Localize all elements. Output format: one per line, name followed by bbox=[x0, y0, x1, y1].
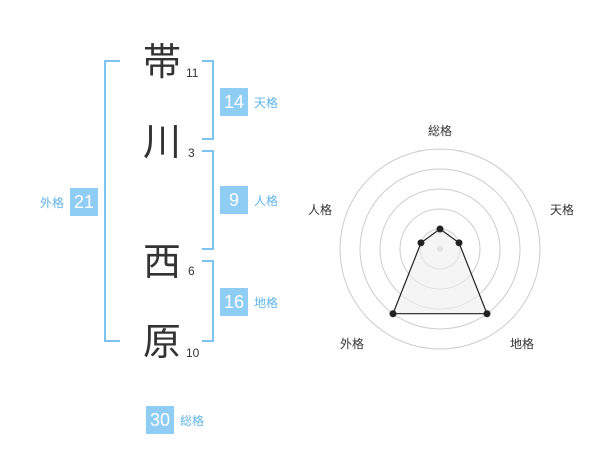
stroke-count-1: 11 bbox=[186, 66, 199, 80]
chikaku-value: 16 bbox=[220, 288, 248, 316]
stroke-count-3: 6 bbox=[188, 264, 195, 278]
radar-label-jinkaku: 人格 bbox=[308, 203, 333, 217]
tenkaku-badge: 14 天格 bbox=[220, 88, 278, 116]
radar-point-総格 bbox=[436, 225, 444, 233]
gaikaku-value: 21 bbox=[70, 188, 99, 216]
soukaku-badge: 30 総格 bbox=[146, 406, 204, 434]
gaikaku-label: 外格 bbox=[40, 195, 65, 210]
chikaku-label: 地格 bbox=[254, 295, 279, 310]
name-char-1: 帯 bbox=[142, 40, 181, 84]
jinkaku-bracket bbox=[202, 150, 214, 250]
radar-points bbox=[389, 225, 491, 318]
name-char-2: 川 bbox=[142, 120, 181, 164]
radar-point-外格 bbox=[389, 310, 397, 318]
radar-point-天格 bbox=[455, 239, 463, 247]
soukaku-value: 30 bbox=[146, 406, 174, 434]
jinkaku-label: 人格 bbox=[254, 193, 279, 208]
jinkaku-value: 9 bbox=[220, 186, 248, 214]
jinkaku-badge: 9 人格 bbox=[220, 186, 278, 214]
radar-point-人格 bbox=[417, 239, 425, 247]
radar-series bbox=[392, 228, 488, 315]
tenkaku-label: 天格 bbox=[254, 95, 279, 110]
radar-label-chikaku: 地格 bbox=[510, 337, 535, 351]
radar-label-gaikaku: 外格 bbox=[340, 337, 365, 351]
gaikaku-badge: 外格 21 bbox=[40, 188, 99, 216]
name-char-3: 西 bbox=[142, 240, 181, 284]
radar-ring-4 bbox=[359, 168, 521, 330]
gaikaku-bracket bbox=[104, 60, 120, 342]
radar-label-tenkaku: 天格 bbox=[550, 203, 575, 217]
name-char-4: 原 bbox=[142, 320, 181, 364]
stroke-count-4: 10 bbox=[186, 346, 200, 360]
radar-ring-5 bbox=[339, 148, 541, 350]
tenkaku-bracket bbox=[202, 60, 214, 140]
radar-point-地格 bbox=[483, 310, 491, 318]
radar-polygon bbox=[392, 228, 488, 315]
chikaku-badge: 16 地格 bbox=[220, 288, 278, 316]
stroke-count-2: 3 bbox=[188, 146, 195, 160]
tenkaku-value: 14 bbox=[220, 88, 248, 116]
radar-label-soukaku: 総格 bbox=[428, 124, 453, 138]
chikaku-bracket bbox=[202, 260, 214, 342]
soukaku-label: 総格 bbox=[180, 413, 205, 428]
